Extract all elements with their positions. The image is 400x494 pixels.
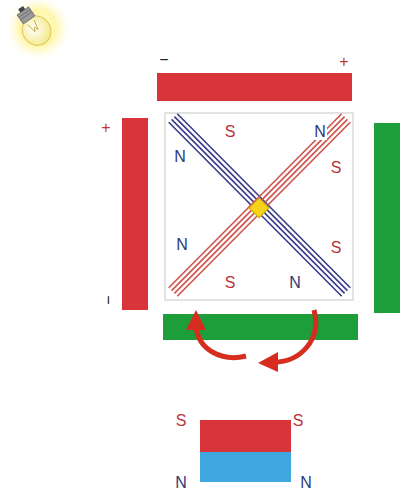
bulb-glow <box>4 0 72 62</box>
pole-label: S <box>224 275 237 291</box>
bulb-base <box>17 7 35 24</box>
field-line <box>172 119 345 293</box>
polarity-sign: − <box>158 52 169 68</box>
magnet-south-half <box>200 420 291 452</box>
pole-label: S <box>330 240 343 256</box>
field-bundles <box>169 114 351 296</box>
field-line <box>177 122 350 296</box>
curved-arrow <box>196 326 246 358</box>
red-bar-left <box>122 118 148 310</box>
bulb-tip <box>18 6 25 13</box>
pole-label: N <box>313 124 327 140</box>
green-bar-right <box>374 123 400 313</box>
magnet-north-half <box>200 452 291 482</box>
polarity-sign: − <box>100 294 116 305</box>
bulb-filament <box>28 20 40 33</box>
field-line <box>174 117 347 291</box>
magnet-pole-label: S <box>175 413 188 429</box>
field-line <box>169 122 342 296</box>
red-bar-top <box>157 73 352 101</box>
polarity-sign: + <box>338 54 349 70</box>
pole-label: N <box>288 275 302 291</box>
pole-label: N <box>173 149 187 165</box>
pole-label: S <box>330 160 343 176</box>
arrow-head <box>258 352 278 372</box>
field-square <box>165 113 353 300</box>
pole-label: N <box>175 237 189 253</box>
field-line <box>169 114 342 288</box>
magnet-pole-label: N <box>299 475 313 491</box>
pole-label: S <box>224 124 237 140</box>
field-line <box>174 119 347 293</box>
light-bulb <box>4 0 72 62</box>
curved-arrow <box>274 310 316 362</box>
center-diamond <box>249 198 269 218</box>
magnet-pole-label: N <box>174 475 188 491</box>
polarity-sign: + <box>100 120 111 136</box>
rotation-arrows <box>186 310 316 372</box>
arrow-head <box>186 310 206 330</box>
field-line <box>172 117 345 291</box>
magnet-pole-label: S <box>292 413 305 429</box>
field-line <box>177 114 350 288</box>
